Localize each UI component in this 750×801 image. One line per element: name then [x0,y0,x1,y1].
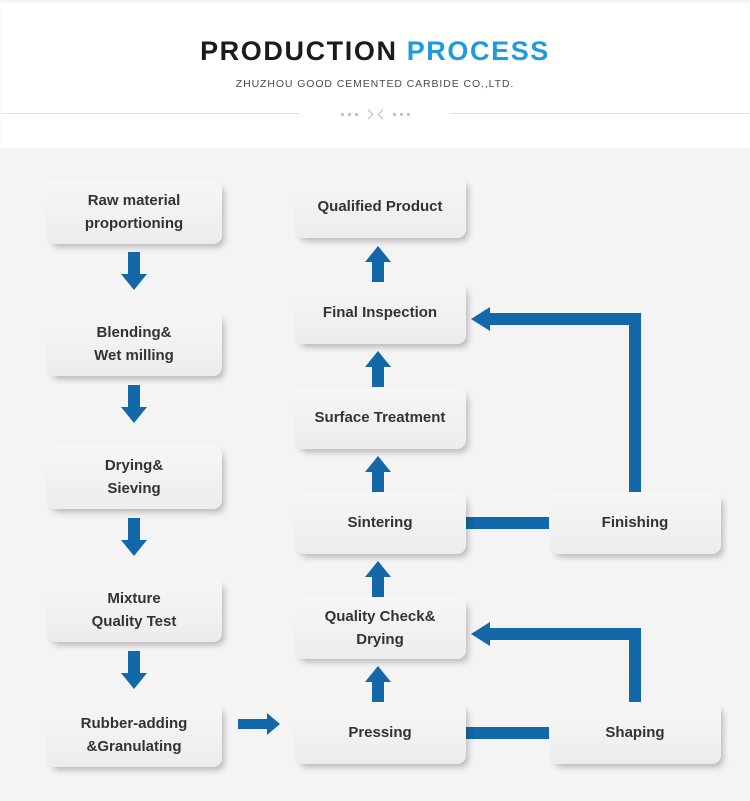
node-raw-material-proportioning[interactable]: Raw material proportioning [46,180,222,244]
node-pressing[interactable]: Pressing [294,702,466,764]
node-mixture-quality-test[interactable]: Mixture Quality Test [46,578,222,642]
arrow-pressing-to-quality-check [365,666,391,704]
divider-dots-left [340,112,358,116]
node-shaping[interactable]: Shaping [549,702,721,764]
connector-finishing-vertical [629,313,641,499]
connector-pressing-to-shaping [466,727,558,739]
node-blending-wet-milling[interactable]: Blending& Wet milling [46,312,222,376]
arrow-final-inspection-to-qualified [365,246,391,284]
node-surface-treatment[interactable]: Surface Treatment [294,387,466,449]
divider-ornament [0,102,750,126]
arrow-quality-check-to-sintering [365,561,391,599]
node-sintering[interactable]: Sintering [294,492,466,554]
arrowhead-into-final-inspection [471,307,490,331]
connector-shaping-to-quality-check [490,628,637,640]
divider-rule-left [0,113,300,114]
flowchart-canvas: Raw material proportioning Blending& Wet… [0,148,750,801]
ornamental-divider [0,102,750,126]
page-header: PRODUCTION PROCESS ZHUZHOU GOOD CEMENTED… [0,0,750,148]
node-qualified-product[interactable]: Qualified Product [294,176,466,238]
node-drying-sieving[interactable]: Drying& Sieving [46,445,222,509]
node-final-inspection[interactable]: Final Inspection [294,282,466,344]
node-quality-check-drying[interactable]: Quality Check& Drying [294,597,466,659]
node-finishing[interactable]: Finishing [549,492,721,554]
arrow-mixture-to-rubber [121,651,147,689]
arrow-rubber-to-pressing [238,713,282,735]
divider-rule-right [450,113,750,114]
company-subtitle: ZHUZHOU GOOD CEMENTED CARBIDE CO.,LTD. [235,78,515,90]
connector-sintering-to-finishing [466,517,558,529]
connector-finishing-to-final-inspection [490,313,637,325]
arrowhead-into-quality-check [471,622,490,646]
page-title: PRODUCTION PROCESS [0,36,750,67]
page-title-accent: PROCESS [406,36,550,66]
connector-shaping-vertical [629,628,641,709]
arrow-blending-to-drying [121,385,147,423]
page-title-main: PRODUCTION [200,36,398,66]
node-rubber-adding-granulating[interactable]: Rubber-adding &Granulating [46,703,222,767]
chevron-right-icon [363,109,373,119]
divider-dots-right [392,112,410,116]
arrow-surface-to-final-inspection [365,351,391,389]
chevron-left-icon [377,109,387,119]
arrow-sintering-to-surface [365,456,391,494]
arrow-raw-to-blending [121,252,147,290]
arrow-drying-to-mixture [121,518,147,556]
